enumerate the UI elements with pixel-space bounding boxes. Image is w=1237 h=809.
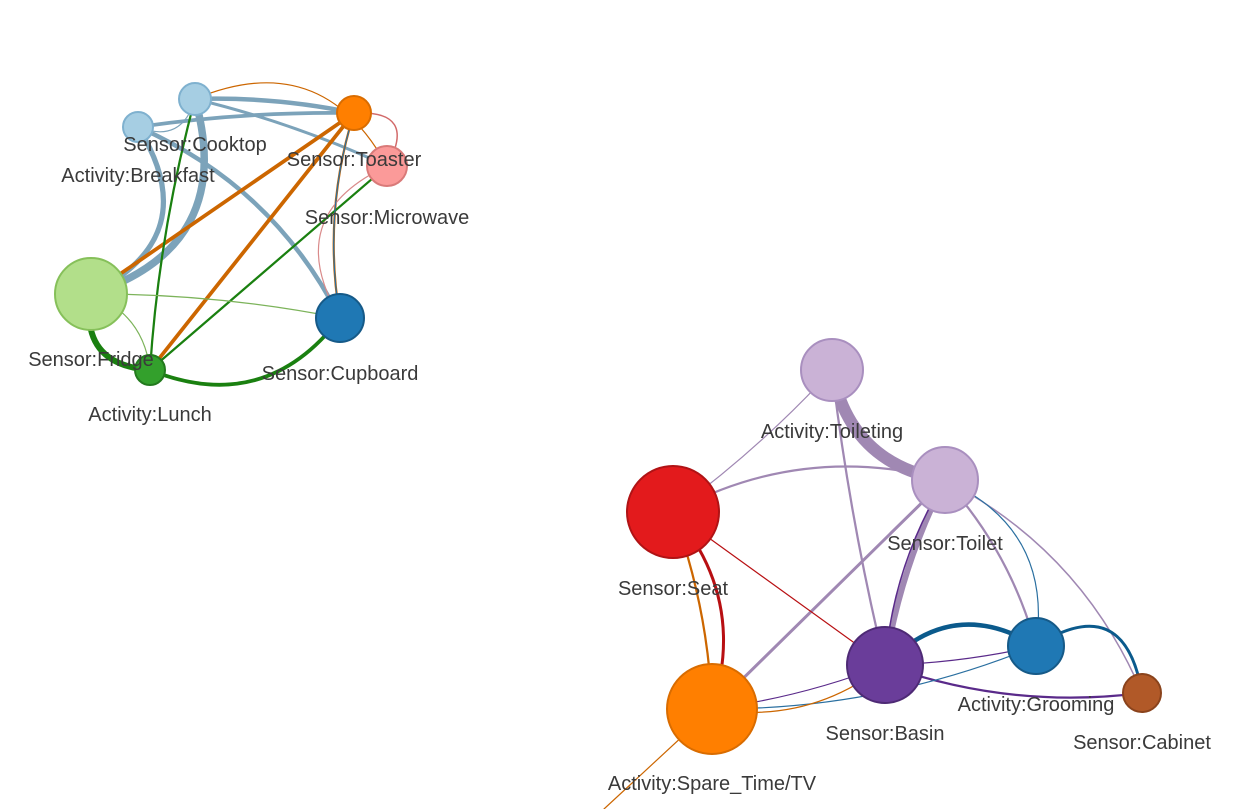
label-layer: Sensor:CooktopActivity:BreakfastSensor:T…: [28, 134, 1211, 795]
node-label-toilet: Sensor:Toilet: [887, 533, 1003, 555]
node-label-lunch: Activity:Lunch: [88, 404, 211, 426]
edge-cooktop-microwave: [193, 97, 389, 168]
node-label-cupboard: Sensor:Cupboard: [262, 363, 419, 385]
node-label-cooktop: Sensor:Cooktop: [123, 134, 266, 156]
node-label-toaster: Sensor:Toaster: [287, 149, 422, 171]
edge-lunch-microwave: [148, 164, 389, 372]
node-label-sparetime: Activity:Spare_Time/TV: [608, 773, 817, 795]
node-microwave[interactable]: [366, 145, 408, 187]
edge-toaster-lunch: [148, 111, 356, 372]
node-label-seat: Sensor:Seat: [618, 578, 729, 600]
node-seat[interactable]: [626, 465, 720, 559]
edge-cooktop-lunch: [148, 97, 197, 372]
node-cupboard[interactable]: [315, 293, 365, 343]
node-toilet[interactable]: [911, 446, 979, 514]
edge-fridge-toaster: [89, 111, 356, 296]
node-grooming[interactable]: [1007, 617, 1065, 675]
node-layer: [54, 82, 1162, 755]
edge-breakfast-cupboard: [135, 124, 343, 321]
edge-microwave-cupboard: [317, 165, 388, 319]
edge-toaster-cupboard: [333, 112, 355, 319]
node-lunch[interactable]: [134, 354, 166, 386]
node-label-microwave: Sensor:Microwave: [305, 207, 470, 229]
edge-toileting-basin: [830, 368, 887, 667]
edge-cooktop-microwave: [194, 82, 388, 167]
node-toileting[interactable]: [800, 338, 864, 402]
node-breakfast[interactable]: [122, 111, 154, 143]
node-basin[interactable]: [846, 626, 924, 704]
node-label-fridge: Sensor:Fridge: [28, 349, 154, 371]
edge-lunch-cupboard: [148, 316, 342, 387]
node-fridge[interactable]: [54, 257, 128, 331]
node-cabinet[interactable]: [1122, 673, 1162, 713]
node-label-cabinet: Sensor:Cabinet: [1073, 732, 1211, 754]
node-label-toileting: Activity:Toileting: [761, 421, 903, 443]
edge-cooktop-toaster: [192, 96, 357, 116]
node-toaster[interactable]: [336, 95, 372, 131]
edge-breakfast-toaster: [136, 110, 356, 129]
node-sparetime[interactable]: [666, 663, 758, 755]
node-cooktop[interactable]: [178, 82, 212, 116]
node-label-basin: Sensor:Basin: [826, 723, 945, 745]
node-label-breakfast: Activity:Breakfast: [61, 165, 215, 187]
node-label-grooming: Activity:Grooming: [958, 694, 1115, 716]
